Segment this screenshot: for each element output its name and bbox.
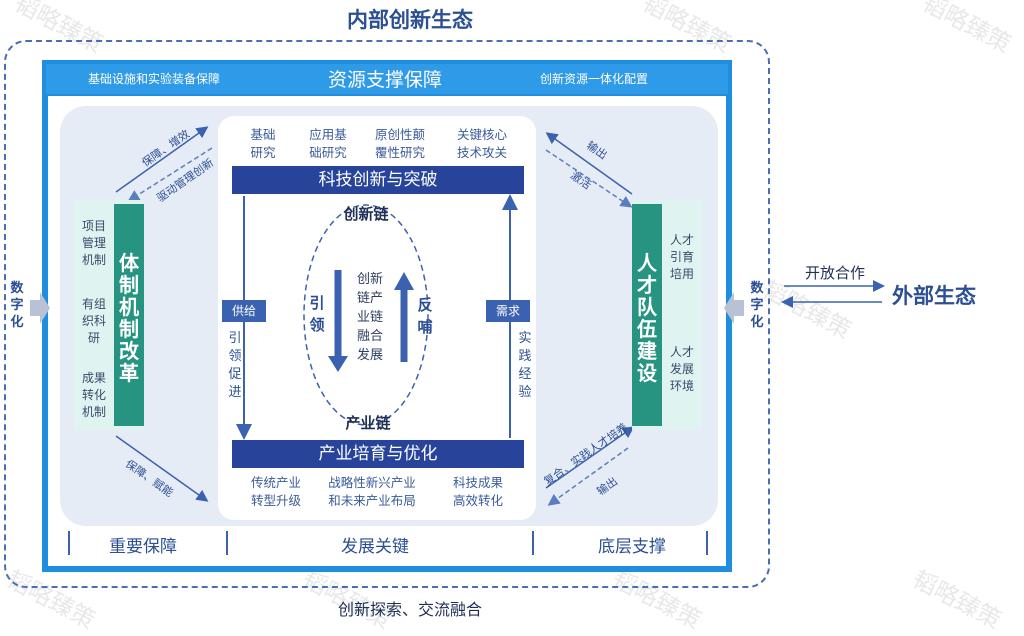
industry-cultivation-bar: 产业培育与优化 [232,440,524,468]
lead-arrow-head [328,356,348,372]
category-tech-transfer: 科技成果 高效转化 [452,475,503,508]
category-traditional-industry: 传统产业 转型升级 [250,475,301,508]
industry-chain-label: 产业链 [345,414,391,432]
left-item-transfer-mechanism: 成果 转化 机制 [81,371,106,419]
tr-inner-arrow [545,149,633,208]
talent-team-title: 人 才 队 伍 建 设 [632,204,662,426]
right-item-talent-cultivation: 人才 引育 培用 [669,233,694,281]
label-development-key: 发展关键 [341,537,409,557]
external-ecosystem-label: 外部生态 [892,283,976,308]
category-original-research: 原创性颠 覆性研究 [374,127,425,160]
fusion-development-text: 创新 链产 业链 融合 发展 [356,272,383,363]
category-basic-research: 基础 研究 [250,127,276,160]
feedback-label: 反 哺 [417,296,433,336]
innovation-chain-label: 创新链 [343,205,389,223]
banner-left-text: 基础设施和实验装备保障 [88,72,221,86]
separator [706,531,708,555]
digital-left-label: 数 字 化 [10,281,24,330]
tl-inner-arrow [127,147,213,202]
inner-ecosystem-title: 内部创新生态 [347,7,473,32]
demand-tag: 需求 [486,300,530,322]
tr-outer-arrow [545,132,633,195]
banner-title: 资源支撑保障 [327,69,442,91]
footer-text: 创新探索、交流融合 [337,600,482,619]
digital-right-arrow [724,292,744,324]
category-key-tech: 关键核心 技术攻关 [456,127,507,160]
practice-experience-text: 实 践 经 验 [518,331,532,400]
separator [68,531,70,555]
digital-right-label: 数 字 化 [750,281,764,330]
institutional-reform-title: 体 制 机 制 改 革 [114,204,144,426]
banner-right-text: 创新资源一体化配置 [540,72,649,86]
supply-tag: 供给 [222,300,266,322]
left-item-project-management: 项目 管理 机制 [81,219,106,267]
label-important-guarantee: 重要保障 [109,537,177,557]
lead-label: 引 领 [309,294,325,334]
bl-arrow [115,435,209,502]
chain-ellipse [303,204,429,426]
separator [226,531,228,555]
br-inner-arrow [547,447,629,506]
lead-promote-text: 引 领 促 进 [228,331,242,400]
label-foundation-support: 底层支撑 [598,537,666,557]
inner-ecosystem-border [4,40,770,588]
category-strategic-industry: 战略性新兴产业 和未来产业布局 [328,475,416,508]
resource-banner [46,64,728,94]
left-item-organized-research: 有组 织科 研 [81,297,106,345]
tl-outer-arrow [115,126,209,193]
separator [532,531,534,555]
right-item-talent-environment: 人才 发展 环境 [669,345,694,393]
open-cooperation-label: 开放合作 [804,264,865,282]
br-outer-arrow [545,426,635,489]
category-applied-research: 应用基 础研究 [309,127,347,160]
feedback-arrow-head [394,272,414,290]
digital-left-arrow [30,292,50,324]
tech-innovation-bar: 科技创新与突破 [232,166,524,194]
